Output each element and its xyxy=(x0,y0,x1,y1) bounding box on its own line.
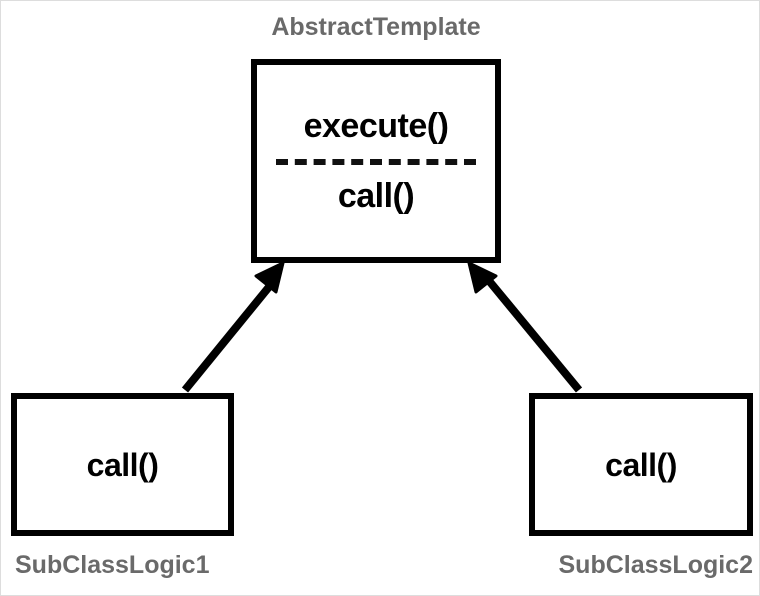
class-box-subclass-logic-2[interactable]: call() xyxy=(529,393,753,536)
arrowhead-subclass2 xyxy=(467,261,498,294)
edge-line-subclass2 xyxy=(486,279,583,393)
edge-subclass2-to-abstract xyxy=(467,261,583,393)
class-caption-abstract-template: AbstractTemplate xyxy=(271,13,481,41)
class-caption-subclass-logic-2: SubClassLogic2 xyxy=(558,551,754,579)
edge-subclass1-to-abstract xyxy=(181,261,285,393)
member-execute: execute() xyxy=(303,107,449,145)
compartment-separator-dashed xyxy=(276,159,476,165)
member-call-abstract: call() xyxy=(337,177,415,215)
member-call-subclass1: call() xyxy=(86,446,159,483)
class-caption-subclass-logic-1: SubClassLogic1 xyxy=(15,551,210,579)
member-call-subclass2: call() xyxy=(605,446,677,483)
class-box-abstract-template[interactable]: execute() call() xyxy=(251,59,501,263)
class-box-subclass-logic-1[interactable]: call() xyxy=(11,393,234,536)
arrowhead-subclass1 xyxy=(254,261,285,294)
edge-line-subclass1 xyxy=(181,279,277,393)
